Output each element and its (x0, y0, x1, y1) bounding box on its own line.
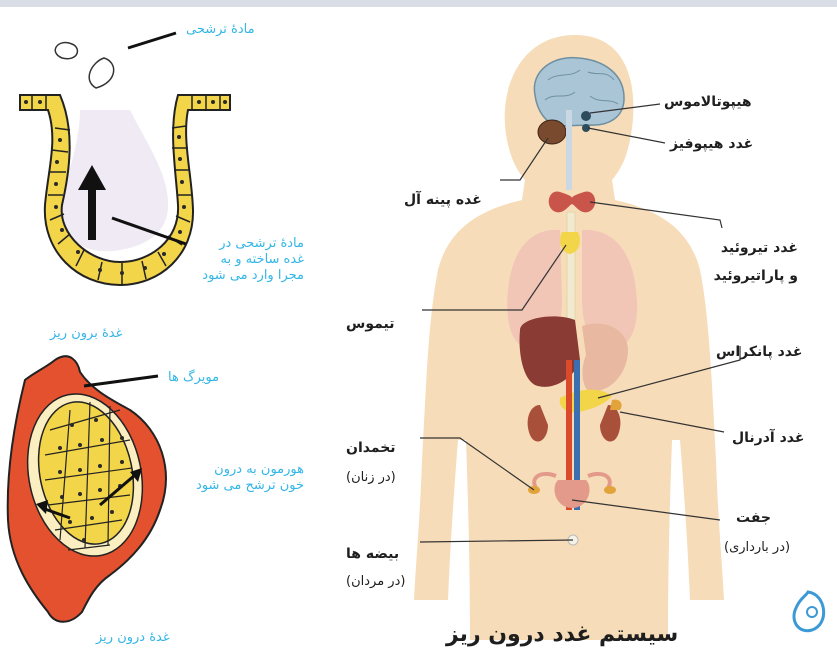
exocrine-process-line-3: مجرا وارد می شود (186, 268, 304, 284)
hormone-line-2: خون ترشح می شود (172, 478, 304, 494)
capillaries-label: مویرگ ها (168, 370, 219, 385)
ovaries-note: (در زنان) (346, 470, 396, 485)
pineal-label: غده پینه آل (404, 192, 482, 208)
thyroid-line-1: غدد تیروئید (700, 234, 798, 262)
placenta-note: (در بارداری) (724, 540, 790, 555)
secretion-label: مادهٔ ترشحی (186, 22, 255, 37)
thyroid-line-2: و پاراتیروئید (700, 262, 798, 290)
ovaries-label: تخمدان (346, 440, 396, 456)
testes-label: بیضه ها (346, 546, 399, 562)
human-body-illustration (414, 35, 724, 640)
pancreas-label: غدد پانکراس (716, 344, 802, 360)
hypothalamus-label: هیپوتالاموس (664, 94, 752, 110)
thymus-label: تیموس (346, 316, 394, 332)
logo-icon (794, 592, 824, 631)
exocrine-process-label: مادهٔ ترشحی در غده ساخته و به مجرا وارد … (186, 236, 304, 284)
exocrine-process-line-1: مادهٔ ترشحی در (186, 236, 304, 252)
thyroid-label: غدد تیروئید و پاراتیروئید (700, 234, 798, 290)
endocrine-caption: غدهٔ درون ریز (96, 630, 170, 645)
adrenal-label: غدد آدرنال (732, 430, 804, 446)
pituitary-label: غدد هیپوفیز (670, 136, 753, 152)
hormone-label: هورمون به درون خون ترشح می شود (172, 462, 304, 494)
diagram-title: سیستم غدد درون ریز (446, 622, 678, 647)
exocrine-caption: غدهٔ برون ریز (50, 326, 122, 341)
endocrine-gland-illustration (8, 356, 166, 622)
hormone-line-1: هورمون به درون (172, 462, 304, 478)
testes-note: (در مردان) (346, 574, 405, 589)
placenta-label: جفت (736, 510, 771, 526)
exocrine-process-line-2: غده ساخته و به (186, 252, 304, 268)
